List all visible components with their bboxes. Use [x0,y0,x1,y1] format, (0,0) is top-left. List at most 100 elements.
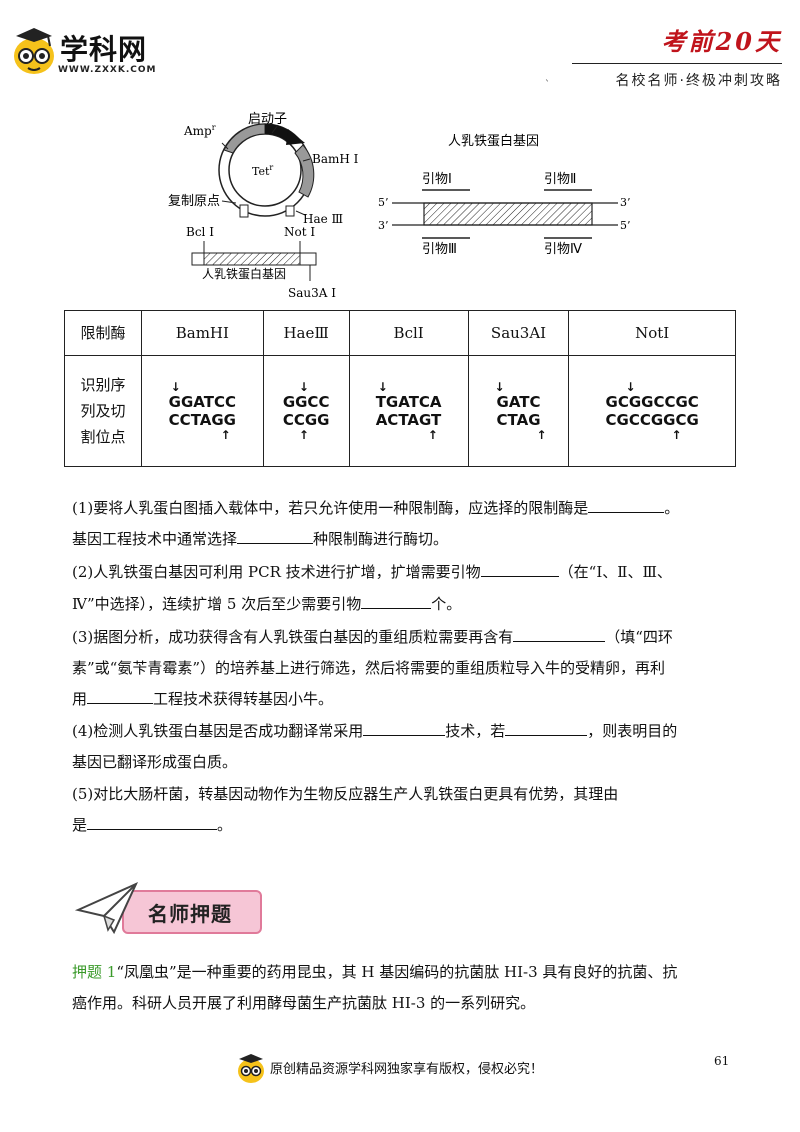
plasmid-ring [218,123,315,218]
question-text: （在“Ⅰ、Ⅱ、Ⅲ、 [558,563,672,581]
cut-arrow-icon: ↑ [298,428,309,442]
cut-site-sequence: ↓ GGCC CCGG ↑ [282,380,330,442]
answer-blank[interactable] [513,627,606,642]
question-4-line-2: 基因已翻译形成蛋白质。 [72,752,732,772]
enzyme-name: BclⅠ [348,310,469,356]
exercise-label: 押题 1 [72,963,117,981]
strand-label: 5’ [378,196,389,209]
enzyme-name: NotⅠ [568,310,736,356]
promoter-label: 启动子 [248,112,287,127]
answer-blank[interactable] [87,689,154,704]
question-text: (4)检测人乳铁蛋白基因是否成功翻译常采用 [72,722,364,740]
question-text: 基因已翻译形成蛋白质。 [72,753,238,771]
cut-arrow-icon: ↓ [494,380,505,394]
question-text: 技术，若 [445,722,506,740]
answer-blank[interactable] [363,721,446,736]
cut-site-sequence: ↓ TGATCA ACTAGT ↑ [375,381,442,442]
logo-text: 学科网 [60,33,148,66]
exercise-text: 癌作用。科研人员开展了利用酵母菌生产抗菌肽 HI-3 的一系列研究。 [72,994,536,1012]
cut-site-cell: ↓ GCGGCCGC CGCCGGCG ↑ [568,355,736,467]
table-row-label: 识别序 列及切 割位点 [64,355,142,467]
question-text: 是 [72,816,88,834]
header-banner: 考前20天 名校名师·终极冲刺攻略 [542,22,782,90]
owl-mascot-icon [14,28,54,74]
strand-label: 5’ [620,219,631,232]
footer: 原创精品资源学科网独家享有版权，侵权必究！ [236,1052,636,1086]
haeiii-site-label: Hae Ⅲ [303,212,343,226]
seq-bottom: CTAG [496,411,541,429]
question-text: ，则表明目的 [587,722,678,740]
question-text: 。 [664,499,680,517]
question-text: 。 [217,816,233,834]
answer-blank[interactable] [87,815,218,830]
answer-blank[interactable] [505,721,588,736]
question-text: （填“四环 [605,628,673,646]
seq-top: GGCC [282,393,330,411]
answer-blank[interactable] [361,594,432,609]
primer-1-label: 引物Ⅰ [422,172,452,187]
primer-diagram-title: 人乳铁蛋白基因 [448,133,539,149]
cut-arrow-icon: ↓ [625,380,636,394]
enzyme-name: BamHⅠ [141,310,264,356]
seq-top: TGATCA [375,393,442,411]
strand-label: 3’ [620,196,631,209]
enzyme-name: HaeⅢ [262,310,350,356]
gene-fragment [191,241,317,281]
primer-3-label: 引物Ⅲ [422,242,457,257]
question-5-line-2: 是。 [72,815,732,835]
seq-bottom: CCGG [282,411,330,429]
gene-fragment-label: 人乳铁蛋白基因 [202,266,286,281]
question-5-line-1: (5)对比大肠杆菌，转基因动物作为生物反应器生产人乳铁蛋白更具有优势，其理由 [72,784,732,804]
question-text: (2)人乳铁蛋白基因可利用 PCR 技术进行扩增，扩增需要引物 [72,563,481,581]
header-title: 考前20天 [661,27,782,56]
header-subtitle: 名校名师·终极冲刺攻略 [615,73,782,89]
footer-copyright: 原创精品资源学科网独家享有版权，侵权必究！ [270,1062,544,1077]
seq-top: GATC [496,393,541,411]
table-header-label: 限制酶 [64,310,142,356]
site-logo[interactable]: 学科网 WWW.ZXXK.COM [12,26,192,82]
answer-blank[interactable] [237,529,314,544]
tetr-label: Tetr [252,163,273,178]
cut-site-cell: ↓ GGCC CCGG ↑ [262,355,350,467]
cut-arrow-icon: ↓ [170,380,181,394]
answer-blank[interactable] [480,562,559,577]
question-1-line-1: (1)要将人乳蛋白图插入载体中，若只允许使用一种限制酶，应选择的限制酶是 。 [72,498,732,518]
cut-site-cell: ↓ GATC CTAG ↑ [467,355,570,467]
header-divider [572,63,782,64]
question-text: (1)要将人乳蛋白图插入载体中，若只允许使用一种限制酶，应选择的限制酶是 [72,499,589,517]
cut-site-cell: ↓ GGATCC CCTAGG ↑ [141,355,264,467]
question-2-line-1: (2)人乳铁蛋白基因可利用 PCR 技术进行扩增，扩增需要引物 （在“Ⅰ、Ⅱ、Ⅲ、 [72,562,732,582]
answer-blank[interactable] [588,498,665,513]
cut-site-sequence: ↓ GGATCC CCTAGG ↑ [168,380,236,442]
row-label-line: 识别序 [80,376,126,394]
question-3-line-1: (3)据图分析，成功获得含有人乳铁蛋白基因的重组质粒需要再含有 （填“四环 [72,627,732,647]
enzyme-name: Sau3AⅠ [467,310,570,356]
cut-arrow-icon: ↑ [671,428,682,442]
page-number: 61 [714,1054,730,1068]
cut-site-sequence: ↓ GATC CTAG ↑ [494,380,547,441]
cut-arrow-icon: ↓ [298,380,309,394]
question-2-line-2: Ⅳ”中选择），连续扩增 5 次后至少需要引物个。 [72,594,732,614]
question-text: 素”或“氨苄青霉素”）的培养基上进行筛选，然后将需要的重组质粒导入牛的受精卵，再… [72,659,666,677]
strand-label: 3’ [378,219,389,232]
logo-url: WWW.ZXXK.COM [58,65,157,75]
question-text: (3)据图分析，成功获得含有人乳铁蛋白基因的重组质粒需要再含有 [72,628,514,646]
primer-4-label: 引物Ⅳ [544,242,582,257]
question-3-line-3: 用工程技术获得转基因小牛。 [72,689,732,709]
question-text: 种限制酶进行酶切。 [313,530,449,548]
seq-top: GCGGCCGC [605,393,699,411]
sau3ai-site-label: Sau3A Ⅰ [288,286,336,300]
cut-site-cell: ↓ TGATCA ACTAGT ↑ [348,355,469,467]
cut-site-sequence: ↓ GCGGCCGC CGCCGGCG ↑ [605,380,699,442]
section-badge: 名师押题 [74,880,262,938]
question-text: (5)对比大肠杆菌，转基因动物作为生物反应器生产人乳铁蛋白更具有优势，其理由 [72,785,619,803]
exercise-line-1: 押题 1“凤凰虫”是一种重要的药用昆虫，其 H 基因编码的抗菌肽 HI-3 具有… [72,962,732,982]
question-text: 基因工程技术中通常选择 [72,530,238,548]
question-3-line-2: 素”或“氨苄青霉素”）的培养基上进行筛选，然后将需要的重组质粒导入牛的受精卵，再… [72,658,732,678]
ampr-label: Ampr [183,123,216,138]
cut-arrow-icon: ↑ [220,428,231,442]
primer-2-label: 引物Ⅱ [544,172,576,187]
cut-arrow-icon: ↑ [427,428,438,442]
bamhi-site-label: BamH Ⅰ [312,152,359,166]
seq-top: GGATCC [168,393,236,411]
